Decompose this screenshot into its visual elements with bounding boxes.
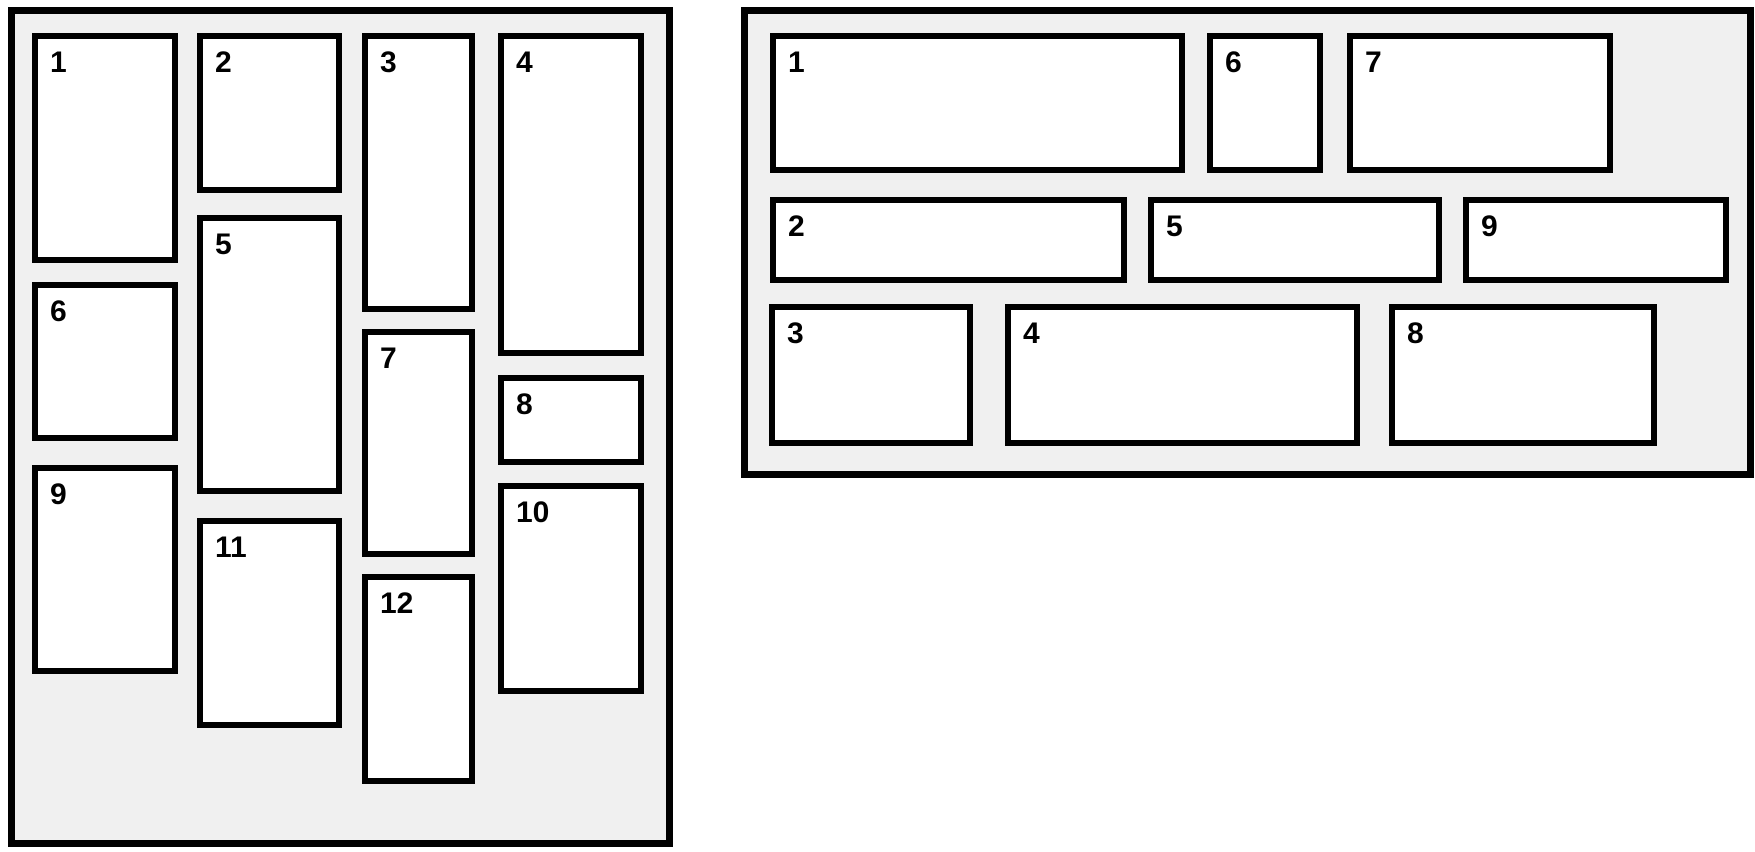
tile-number: 1 [50, 46, 67, 79]
masonry-tile: 3 [362, 33, 475, 312]
masonry-tile: 8 [1389, 304, 1657, 446]
tile-number: 8 [1407, 317, 1424, 350]
masonry-tile: 7 [362, 329, 475, 557]
masonry-tile: 6 [1207, 33, 1323, 173]
masonry-tile: 1 [770, 33, 1185, 173]
masonry-tile: 2 [197, 33, 342, 193]
masonry-tile: 2 [770, 197, 1127, 283]
tile-number: 1 [788, 46, 805, 79]
masonry-tile: 8 [498, 375, 644, 465]
masonry-tile: 12 [362, 574, 475, 784]
vertical-masonry-panel: 1 2 3 4 5 6 7 8 9 10 11 12 [8, 7, 673, 847]
masonry-tile: 4 [1005, 304, 1360, 446]
tile-number: 4 [1023, 317, 1040, 350]
tile-number: 3 [787, 317, 804, 350]
tile-number: 9 [50, 478, 67, 511]
tile-number: 5 [1166, 210, 1183, 243]
masonry-tile: 9 [1463, 197, 1729, 283]
masonry-tile: 3 [769, 304, 973, 446]
masonry-tile: 5 [1148, 197, 1442, 283]
tile-number: 4 [516, 46, 533, 79]
tile-number: 5 [215, 228, 232, 261]
tile-number: 9 [1481, 210, 1498, 243]
masonry-tile: 10 [498, 483, 644, 694]
tile-number: 3 [380, 46, 397, 79]
tile-number: 8 [516, 388, 533, 421]
tile-number: 2 [788, 210, 805, 243]
horizontal-masonry-panel: 1 2 3 4 5 6 7 8 9 [741, 7, 1754, 478]
masonry-tile: 4 [498, 33, 644, 356]
tile-number: 10 [516, 496, 550, 529]
masonry-tile: 9 [32, 465, 178, 674]
masonry-tile: 6 [32, 282, 178, 441]
masonry-tile: 1 [32, 33, 178, 263]
masonry-tile: 5 [197, 215, 342, 494]
masonry-tile: 11 [197, 518, 342, 728]
tile-number: 7 [380, 342, 397, 375]
tile-number: 6 [1225, 46, 1242, 79]
tile-number: 7 [1365, 46, 1382, 79]
tile-number: 6 [50, 295, 67, 328]
tile-number: 11 [215, 531, 247, 564]
tile-number: 12 [380, 587, 414, 620]
masonry-tile: 7 [1347, 33, 1613, 173]
tile-number: 2 [215, 46, 232, 79]
